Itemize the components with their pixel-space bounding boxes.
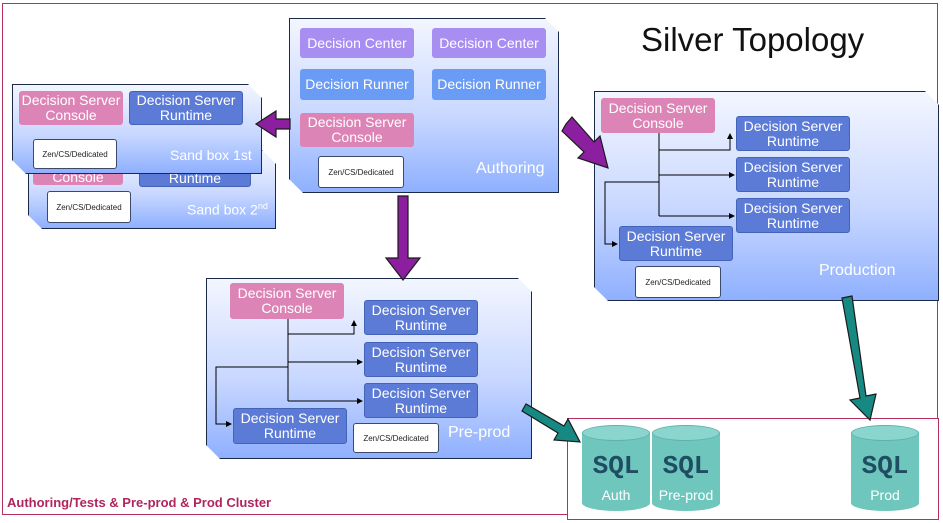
database-prod-name: Prod	[870, 487, 900, 503]
sandbox-1-chip: Zen/CS/Dedicated	[33, 139, 117, 169]
preprod-runtime-3: Decision Server Runtime	[364, 383, 478, 418]
preprod-runtime-2: Decision Server Runtime	[364, 342, 478, 377]
authoring-panel: Decision Center Decision Center Decision…	[289, 18, 559, 193]
sandbox-1-panel: Decision Server Console Decision Server …	[12, 84, 262, 174]
production-chip: Zen/CS/Dedicated	[635, 266, 721, 298]
preprod-panel: Decision Server Console Decision Server …	[206, 278, 532, 459]
preprod-connectors	[207, 279, 533, 460]
decision-runner-2: Decision Runner	[432, 69, 546, 100]
sandbox-2-chip: Zen/CS/Dedicated	[47, 191, 131, 223]
authoring-label: Authoring	[476, 160, 545, 177]
preprod-label: Pre-prod	[448, 424, 511, 441]
production-panel: Decision Server Console Decision Server …	[594, 91, 939, 301]
decision-center-2: Decision Center	[432, 28, 546, 58]
production-runtime-2: Decision Server Runtime	[736, 157, 850, 192]
production-console: Decision Server Console	[601, 98, 715, 133]
production-runtime-3: Decision Server Runtime	[736, 198, 850, 233]
database-prod: SQL Prod	[851, 425, 919, 511]
preprod-chip: Zen/CS/Dedicated	[353, 423, 439, 453]
database-auth: SQL Auth	[582, 425, 650, 511]
database-preprod: SQL Pre-prod	[652, 425, 720, 511]
diagram-title: Silver Topology	[641, 21, 865, 58]
database-auth-name: Auth	[601, 487, 631, 503]
production-runtime-1: Decision Server Runtime	[736, 116, 850, 151]
production-runtime-main: Decision Server Runtime	[619, 226, 733, 261]
sandbox-1-label: Sand box 1st	[170, 147, 252, 163]
production-connectors	[595, 92, 940, 302]
preprod-runtime-1: Decision Server Runtime	[364, 300, 478, 335]
sandbox-1-console: Decision Server Console	[19, 91, 123, 125]
preprod-console: Decision Server Console	[230, 283, 344, 319]
database-preprod-sql: SQL	[662, 451, 710, 481]
decision-runner-1: Decision Runner	[300, 69, 414, 100]
cluster-label: Authoring/Tests & Pre-prod & Prod Cluste…	[7, 495, 272, 510]
decision-center-1: Decision Center	[300, 28, 414, 58]
sandbox-2-label: Sand box 2nd	[187, 201, 268, 218]
database-auth-sql: SQL	[592, 451, 640, 481]
production-label: Production	[819, 262, 896, 279]
authoring-chip: Zen/CS/Dedicated	[318, 156, 404, 188]
sandbox-1-runtime: Decision Server Runtime	[129, 91, 243, 125]
database-preprod-name: Pre-prod	[658, 487, 714, 503]
database-prod-sql: SQL	[861, 451, 909, 481]
preprod-runtime-main: Decision Server Runtime	[233, 408, 347, 444]
authoring-console: Decision Server Console	[300, 113, 414, 147]
